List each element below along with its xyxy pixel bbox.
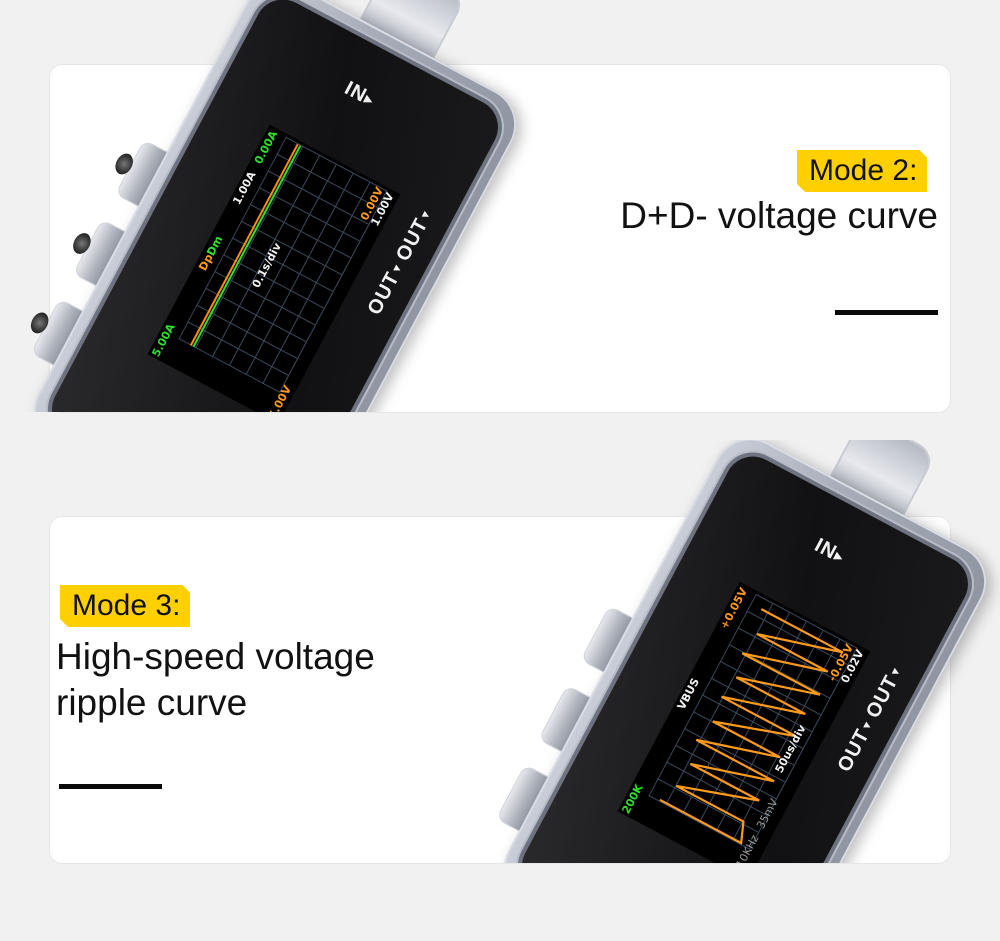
device-face: IN▶ OUT▼ OUT▼ ⭍ 200K VBUS 10KHz 35mV 50u…: [512, 446, 978, 863]
out-label-2: OUT▼: [363, 260, 406, 319]
mode-3-headline-line-2: ripple curve: [56, 682, 248, 723]
mode-2-headline: D+D- voltage curve: [620, 195, 938, 236]
mode-2-badge: Mode 2:: [797, 150, 927, 192]
device-face: IN▶ OUT▼ OUT▼ ⭍ 5.00A 0.00A 1.00A DpDm 0…: [42, 0, 508, 412]
in-label: IN▶: [810, 534, 846, 566]
device-1-region: IN▶ OUT▼ OUT▼ ⭍ 5.00A 0.00A 1.00A DpDm 0…: [0, 0, 1000, 412]
ripple-plot: [659, 608, 844, 845]
mode-2-divider: [835, 310, 938, 315]
mode-3-headline-line-1: High-speed voltage: [56, 636, 375, 677]
out-label-1: OUT▼: [392, 206, 435, 265]
scale-top-left: 5.00A: [149, 321, 178, 360]
screen-ripple-curve: 200K VBUS 10KHz 35mV 50us/div +0.05V -0.…: [617, 581, 871, 863]
screen-d-curve: 5.00A 0.00A 1.00A DpDm 0.1s/div 5.00V 0.…: [147, 124, 401, 412]
d-curve-plot: [189, 143, 302, 348]
mode-3-badge: Mode 3:: [60, 585, 190, 627]
out-label-2: OUT▼: [833, 717, 876, 776]
sample-rate-label: 200K: [619, 782, 646, 817]
mode-3-divider: [59, 784, 162, 789]
device-2-region: IN▶ OUT▼ OUT▼ ⭍ 200K VBUS 10KHz 35mV 50u…: [0, 440, 1000, 863]
usb-tester-device-2: IN▶ OUT▼ OUT▼ ⭍ 200K VBUS 10KHz 35mV 50u…: [490, 440, 1000, 863]
usb-tester-device-1: IN▶ OUT▼ OUT▼ ⭍ 5.00A 0.00A 1.00A DpDm 0…: [20, 0, 530, 412]
in-label: IN▶: [340, 77, 376, 109]
out-label-1: OUT▼: [862, 663, 905, 722]
